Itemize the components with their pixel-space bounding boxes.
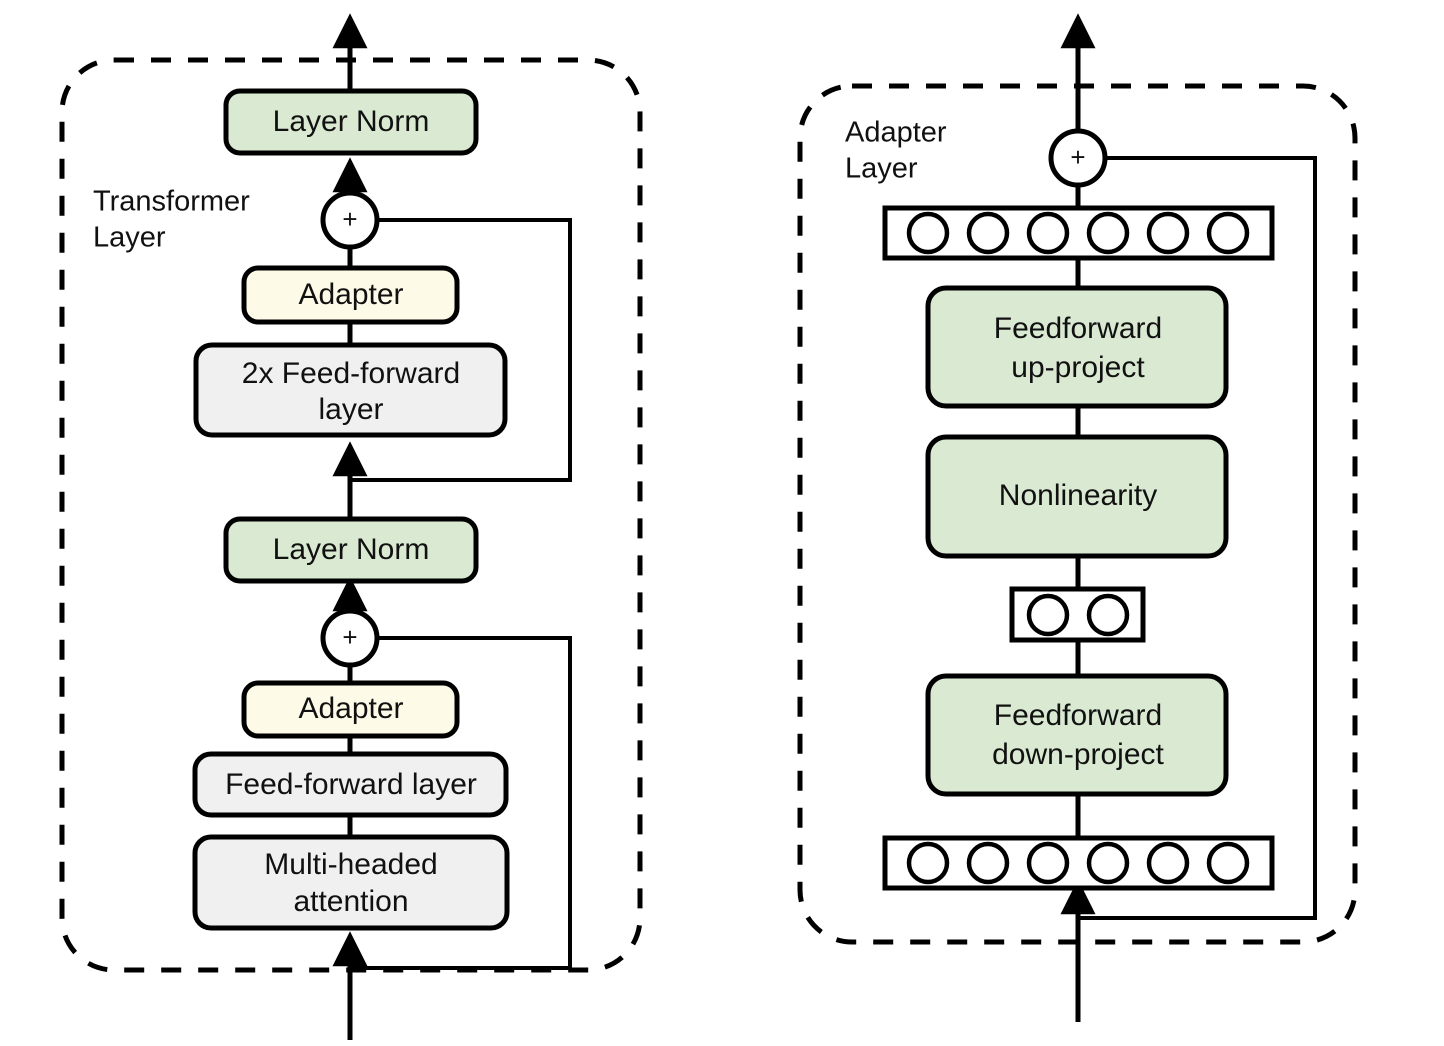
vector-top-unit-2 xyxy=(966,211,1010,255)
node-adapter-bottom[interactable]: Adapter xyxy=(241,680,460,739)
feed-forward-2x-rect[interactable] xyxy=(193,342,508,438)
node-vector-bottleneck[interactable] xyxy=(1009,586,1146,643)
transformer-layer-group: Transformer Layer xyxy=(59,13,643,1040)
feed-forward-layer-rect[interactable] xyxy=(192,751,509,818)
vector-top-unit-3 xyxy=(1026,211,1070,255)
vector-bottom-unit-3 xyxy=(1026,841,1070,885)
vector-top-unit-5 xyxy=(1146,211,1190,255)
vector-bottom-unit-6 xyxy=(1206,841,1250,885)
node-vector-top[interactable] xyxy=(882,205,1275,261)
edge-adapter-residual xyxy=(1078,156,1317,920)
add-bottom-circle[interactable] xyxy=(320,608,380,668)
node-add-bottom[interactable]: + xyxy=(320,608,380,668)
layer-norm-mid-label: Layer Norm xyxy=(273,533,430,566)
node-feed-forward-layer[interactable]: Feed-forward layer xyxy=(192,751,509,818)
feedforward-up-project-label-line1: Feedforward xyxy=(994,312,1162,345)
add-top-label: + xyxy=(342,204,357,234)
feed-forward-layer-label: Feed-forward layer xyxy=(225,768,477,801)
feedforward-up-project-label-line2: up-project xyxy=(1011,351,1145,384)
nonlinearity-label: Nonlinearity xyxy=(999,479,1157,512)
feed-forward-2x-label-line1: 2x Feed-forward xyxy=(242,357,460,390)
vector-bottleneck-unit-1 xyxy=(1026,593,1070,637)
adapter-layer-caption-line1: Adapter xyxy=(845,117,947,149)
adapter-layer-caption-line2: Layer xyxy=(845,153,918,185)
vector-top-unit-6 xyxy=(1206,211,1250,255)
add-adapter-circle[interactable] xyxy=(1048,128,1108,188)
vector-top-unit-1 xyxy=(906,211,950,255)
vector-bottom-unit-2 xyxy=(966,841,1010,885)
node-nonlinearity[interactable]: Nonlinearity xyxy=(925,434,1229,559)
adapter-top-label: Adapter xyxy=(298,278,403,311)
edge-residual-top xyxy=(350,218,572,482)
feedforward-down-project-label-line2: down-project xyxy=(992,738,1164,771)
adapter-bottom-rect[interactable] xyxy=(241,680,460,739)
node-feedforward-up-project[interactable]: Feedforward up-project xyxy=(925,285,1229,409)
add-bottom-label: + xyxy=(342,622,357,652)
node-vector-bottom[interactable] xyxy=(882,835,1275,891)
vector-bottom-unit-1 xyxy=(906,841,950,885)
edge-residual-bottom xyxy=(350,636,572,970)
adapter-top-rect[interactable] xyxy=(241,265,460,325)
layer-norm-mid-rect[interactable] xyxy=(223,516,479,584)
node-feedforward-down-project[interactable]: Feedforward down-project xyxy=(925,673,1229,797)
node-feed-forward-2x[interactable]: 2x Feed-forward layer xyxy=(193,342,508,438)
feedforward-down-project-label-line1: Feedforward xyxy=(994,699,1162,732)
node-add-top[interactable]: + xyxy=(320,190,380,250)
node-adapter-top[interactable]: Adapter xyxy=(241,265,460,325)
node-layer-norm-top[interactable]: Layer Norm xyxy=(223,88,479,156)
feed-forward-2x-label-line2: layer xyxy=(318,393,383,426)
multi-headed-attention-label-line1: Multi-headed xyxy=(264,848,437,881)
transformer-layer-caption-line2: Layer xyxy=(93,222,166,254)
nonlinearity-rect[interactable] xyxy=(925,434,1229,559)
multi-headed-attention-label-line2: attention xyxy=(293,885,408,918)
layer-norm-top-rect[interactable] xyxy=(223,88,479,156)
node-add-adapter[interactable]: + xyxy=(1048,128,1108,188)
vector-top-rect[interactable] xyxy=(882,205,1275,261)
add-adapter-label: + xyxy=(1070,142,1085,172)
transformer-layer-caption-line1: Transformer xyxy=(93,186,250,218)
vector-top-unit-4 xyxy=(1086,211,1130,255)
feedforward-up-project-rect[interactable] xyxy=(925,285,1229,409)
vector-bottom-unit-4 xyxy=(1086,841,1130,885)
feedforward-down-project-rect[interactable] xyxy=(925,673,1229,797)
vector-bottom-unit-5 xyxy=(1146,841,1190,885)
multi-headed-attention-rect[interactable] xyxy=(192,834,510,931)
add-top-circle[interactable] xyxy=(320,190,380,250)
node-layer-norm-mid[interactable]: Layer Norm xyxy=(223,516,479,584)
layer-norm-top-label: Layer Norm xyxy=(273,105,430,138)
adapter-layer-group: Adapter Layer + xyxy=(797,13,1358,1022)
vector-bottleneck-unit-2 xyxy=(1086,593,1130,637)
node-multi-headed-attention[interactable]: Multi-headed attention xyxy=(192,834,510,931)
adapter-bottom-label: Adapter xyxy=(298,692,403,725)
